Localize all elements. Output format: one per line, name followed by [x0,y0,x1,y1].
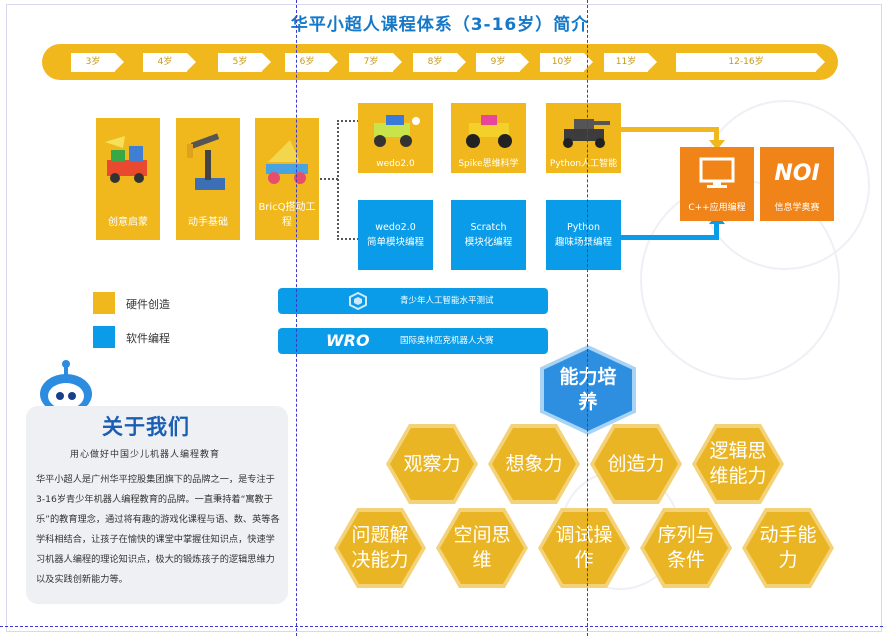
about-us-body: 华平小超人是广州华平控股集团旗下的品牌之一，是专注于3-16岁青少年机器人编程教… [36,474,280,585]
course-box-hands-on-basics: 动手基础 [176,118,240,240]
course-label: 趣味场景编程 [554,237,612,248]
spike-robot-illustration-icon [465,115,512,148]
course-label: Python [567,222,600,233]
ability-center-hexagon: 能力培养 [540,345,636,435]
arrow-connector [714,127,719,145]
course-label: wedo2.0 [375,222,416,233]
computer-monitor-icon [699,157,735,188]
age-chip: 8岁 [413,53,466,72]
course-box-python-scene: Python 趣味场景编程 [546,200,621,270]
course-label: wedo2.0 [376,159,415,169]
age-chip: 9岁 [476,53,529,72]
ability-label: 逻辑思维能力 [696,428,780,500]
legend-hardware-swatch [93,292,115,314]
course-box-python-ai: Python人工智能 [546,103,621,173]
age-chip: 7岁 [349,53,402,72]
course-box-creative-enlightenment: 创意启蒙 [96,118,160,240]
about-us-subtitle: 用心做好中国少儿机器人编程教育 [70,450,221,460]
competition-label: 青少年人工智能水平测试 [400,296,494,306]
course-box-wedo-software: wedo2.0 简单模块编程 [358,200,433,270]
legend-software-swatch [93,326,115,348]
page-title: 华平小超人课程体系（3-16岁）简介 [290,15,590,35]
ability-label: 创造力 [594,428,678,500]
age-chip: 6岁 [285,53,338,72]
ai-test-logo-icon [349,292,367,310]
outcome-box-noi: NOI 信息学奥赛 [760,147,834,221]
course-box-bricq: BricQ搭动工程 [255,118,319,240]
course-label: 动手基础 [188,217,228,228]
wedo-robot-illustration-icon [373,115,420,147]
ability-label: 问题解决能力 [338,512,422,584]
age-chip: 11岁 [604,53,657,72]
age-chip: 4岁 [143,53,196,72]
ability-label: 想象力 [492,428,576,500]
wro-logo-icon: WRO [326,331,370,350]
arrow-connector [714,220,719,240]
legend-software-label: 软件编程 [126,332,170,345]
competition-label: 国际奥林匹克机器人大赛 [400,336,494,346]
arrow-down-icon [709,140,725,150]
course-label: Spike思维科学 [458,159,519,169]
ability-hexagon: 逻辑思维能力 [692,424,784,504]
branch-connector [320,178,338,180]
ability-label: 空间思维 [440,512,524,584]
guide-line-horizontal [0,626,883,627]
course-box-scratch: Scratch 模块化编程 [451,200,526,270]
guide-line-vertical [296,0,297,636]
course-box-wedo-hardware: wedo2.0 [358,103,433,173]
ability-center-label: 能力培养 [544,349,632,431]
age-chip: 3岁 [71,53,124,72]
lego-duplo-illustration-icon [105,136,147,183]
bricq-illustration-icon [266,140,308,184]
branch-connector [337,238,359,240]
outcome-label: 信息学奥赛 [774,203,820,213]
age-chip: 12-16岁 [676,53,825,72]
outcome-box-cpp: C++应用编程 [680,147,754,221]
arrow-connector [621,235,719,240]
age-chip: 5岁 [218,53,271,72]
legend-hardware-label: 硬件创造 [126,298,170,311]
ability-label: 观察力 [390,428,474,500]
guide-line-vertical [587,0,588,636]
about-us-card [26,406,288,604]
course-label: Python人工智能 [549,159,618,169]
course-box-spike: Spike思维科学 [451,103,526,173]
ability-label: 调试操作 [542,512,626,584]
course-label: 模块化编程 [464,237,513,248]
course-label: Scratch [470,222,507,233]
competition-pill-ai-test: 青少年人工智能水平测试 [278,288,548,314]
robomaster-illustration-icon [562,119,610,148]
arrow-connector [621,127,719,132]
noi-logo-icon: NOI [774,161,820,186]
competition-pill-wro: WRO 国际奥林匹克机器人大赛 [278,328,548,354]
course-label: 创意启蒙 [108,217,148,228]
ability-hexagon: 创造力 [590,424,682,504]
branch-connector [337,120,359,122]
ability-label: 序列与条件 [644,512,728,584]
course-label: BricQ搭动工程 [258,202,316,228]
outcome-label: C++应用编程 [688,203,746,213]
age-chip: 10岁 [540,53,593,72]
about-us-title: 关于我们 [102,415,190,439]
ability-label: 动手能力 [746,512,830,584]
page-frame [6,4,882,632]
course-label: 简单模块编程 [366,237,424,248]
ability-hexagon: 观察力 [386,424,478,504]
branch-connector [337,120,339,240]
robot-arm-illustration-icon [187,133,225,190]
